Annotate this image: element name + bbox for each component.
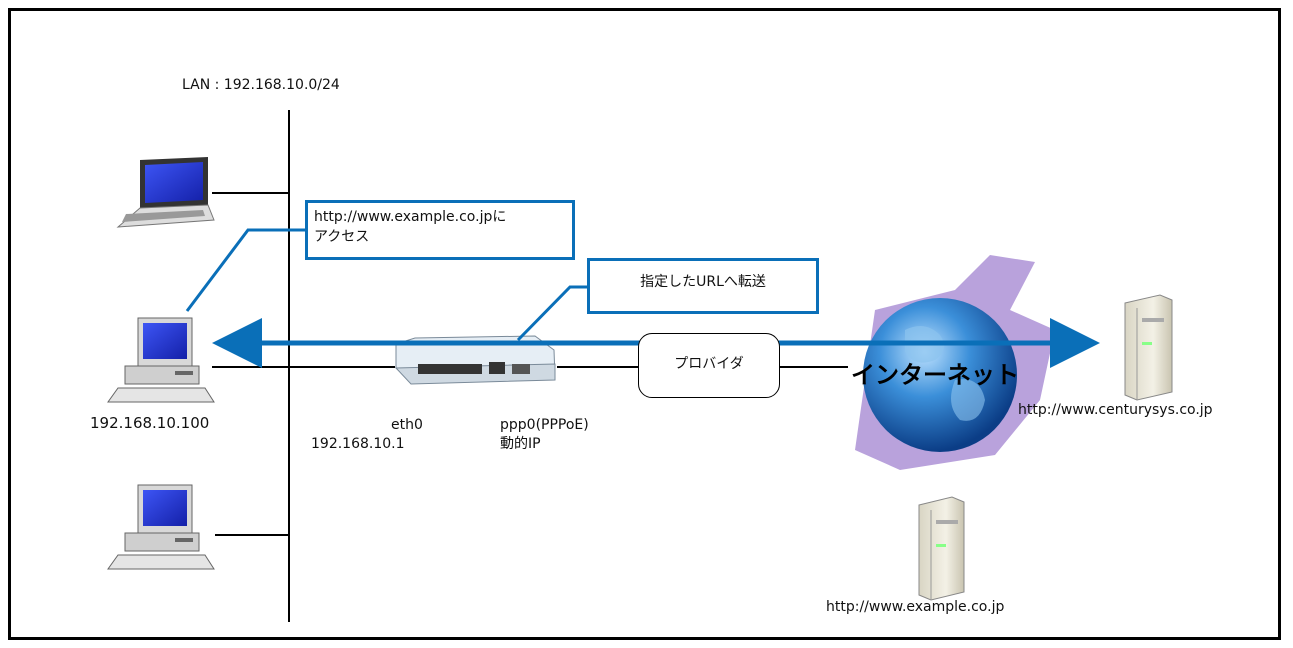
desktop-pc-icon bbox=[107, 317, 215, 403]
desktop-pc-icon bbox=[107, 484, 215, 570]
callout-forward-text: 指定したURLへ転送 bbox=[640, 274, 766, 290]
callout-access-line1: http://www.example.co.jpに bbox=[314, 209, 507, 225]
provider-label: プロバイダ bbox=[674, 356, 744, 372]
server-icon bbox=[1124, 294, 1173, 401]
server-example-label: http://www.example.co.jp bbox=[826, 599, 1005, 615]
server-century-label: http://www.centurysys.co.jp bbox=[1018, 402, 1213, 418]
server-icon bbox=[918, 496, 965, 601]
router-ppp-name: ppp0(PPPoE) bbox=[500, 417, 589, 433]
lan-label: LAN : 192.168.10.0/24 bbox=[182, 77, 340, 93]
callout-forward-leader bbox=[516, 285, 587, 342]
laptop-icon bbox=[116, 157, 215, 228]
callout-forward: 指定したURLへ転送 bbox=[587, 258, 819, 314]
diagram-frame bbox=[8, 8, 1281, 640]
internet-label: インターネット bbox=[851, 361, 1019, 389]
router-eth-name: eth0 bbox=[391, 417, 423, 433]
callout-access-line2: アクセス bbox=[314, 229, 370, 245]
callout-access-leader bbox=[185, 228, 305, 312]
router-eth-ip: 192.168.10.1 bbox=[311, 436, 405, 452]
provider-box: プロバイダ bbox=[638, 333, 780, 398]
callout-access: http://www.example.co.jpに アクセス bbox=[305, 200, 575, 260]
pc-ip-label: 192.168.10.100 bbox=[90, 414, 210, 432]
router-ppp-ip: 動的IP bbox=[500, 436, 541, 452]
